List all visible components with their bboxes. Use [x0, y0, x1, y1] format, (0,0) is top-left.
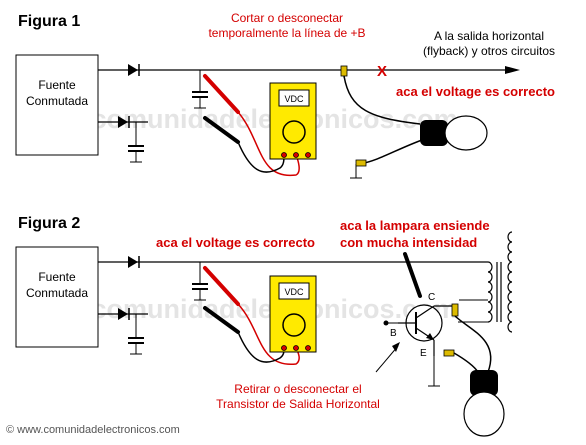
fig1-clip-bottom: [355, 159, 367, 167]
footer-copyright: © www.comunidadelectronicos.com: [6, 424, 180, 436]
figure-2-title: Figura 2: [18, 215, 80, 232]
fig2-clip-collector: [451, 303, 459, 317]
fig1-black-lead: [237, 141, 285, 173]
fig2-lamp-wire-2: [453, 352, 479, 373]
figure-2: Figura 2 Fuente Conmutada VDC: [15, 215, 513, 437]
fig2-pin-e: E: [420, 348, 427, 359]
fig1-black-probe: [203, 116, 240, 144]
fig2-lamp-socket: [470, 370, 498, 396]
fig2-lamp-wire-1: [454, 315, 492, 373]
fig1-clip-top: [340, 65, 348, 77]
fig2-red-lead: [237, 303, 300, 365]
fig1-meter-label: VDC: [284, 94, 304, 104]
fig2-lamp-bulb: [463, 391, 505, 437]
fig2-pin-c: C: [428, 292, 435, 303]
fig1-source-box: [15, 54, 99, 156]
fig2-lamp-note-2: con mucha intensidad: [340, 235, 477, 250]
fig1-source-label-1: Fuente: [38, 78, 76, 92]
fig1-output-arrow: [505, 66, 520, 74]
fig2-diode-1: [128, 256, 138, 268]
fig2-source-box: [15, 246, 99, 348]
fig1-cut-note-2: temporalmente la línea de +B: [208, 26, 365, 40]
fig2-red-probe: [203, 266, 240, 306]
fig1-red-lead: [237, 111, 300, 177]
fig2-clip-emitter: [443, 349, 455, 357]
fig2-remove-note-2: Transistor de Salida Horizontal: [216, 397, 380, 411]
fig1-status-text: aca el voltage es correcto: [396, 84, 555, 99]
fig1-cut-mark: X: [377, 63, 387, 80]
fig1-diode-1: [128, 64, 138, 76]
fig1-meter-dial: [282, 120, 306, 144]
fig2-status-text: aca el voltage es correcto: [156, 235, 315, 250]
fig2-meter-display: [278, 282, 310, 300]
fig1-dest-1: A la salida horizontal: [434, 29, 544, 43]
fig2-remove-note-1: Retirar o desconectar el: [234, 382, 361, 396]
fig2-black-probe: [203, 306, 240, 334]
flyback-transformer: [458, 231, 513, 333]
figure-1-title: Figura 1: [18, 13, 80, 30]
fig1-lamp-wire-top: [343, 75, 421, 125]
fig1-lamp-wire-bottom: [359, 139, 423, 165]
fig2-pointer-arrow: [403, 252, 422, 298]
fig1-dest-2: (flyback) y otros circuitos: [423, 44, 555, 58]
fig2-source-label-2: Conmutada: [26, 286, 88, 300]
fig2-pin-b: B: [390, 328, 397, 339]
fig2-source-label-1: Fuente: [38, 270, 76, 284]
fig2-meter-dial: [282, 313, 306, 337]
fig1-meter-display: [278, 89, 310, 107]
fig2-diode-2: [118, 308, 128, 320]
fig1-source-label-2: Conmutada: [26, 94, 88, 108]
fig2-lamp-note-1: aca la lampara ensiende: [340, 218, 490, 233]
fig1-lamp-bulb: [444, 115, 488, 151]
fig1-cut-note-1: Cortar o desconectar: [231, 11, 343, 25]
figure-1: Figura 1 Fuente Conmutada: [15, 11, 555, 179]
fig1-red-probe: [203, 74, 240, 114]
fig1-diode-2: [118, 116, 128, 128]
fig2-meter-label: VDC: [284, 287, 304, 297]
fig1-lamp-socket: [420, 120, 448, 146]
